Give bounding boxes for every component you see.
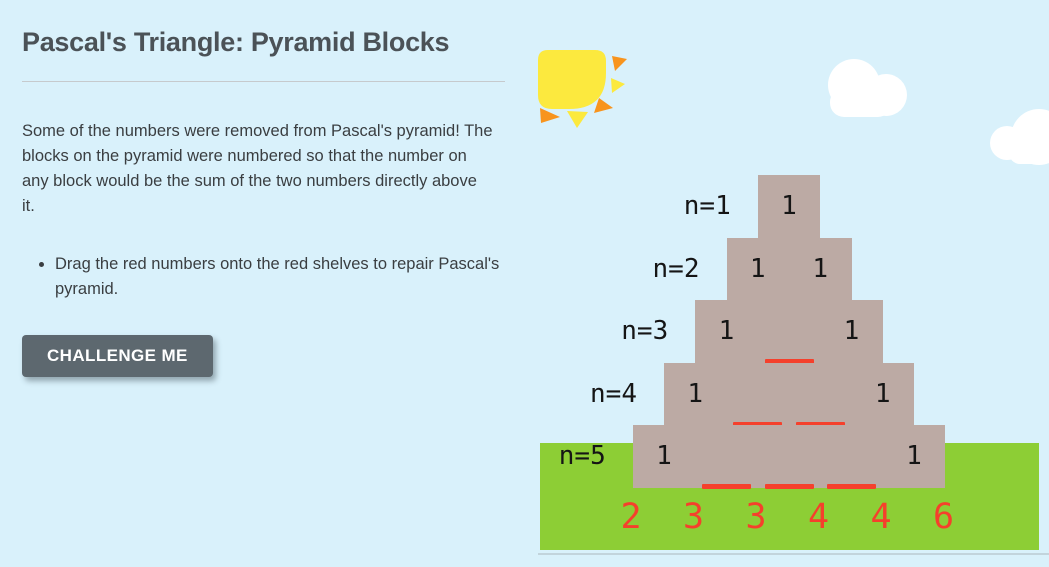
sun-icon (538, 50, 627, 128)
red-shelf[interactable] (764, 359, 814, 364)
draggable-number[interactable]: 3 (682, 497, 705, 537)
draggable-number[interactable]: 4 (870, 497, 892, 537)
draggable-number[interactable]: 4 (807, 497, 830, 537)
pyramid-row-block (695, 300, 883, 363)
draggable-number[interactable]: 2 (620, 497, 642, 537)
instruction-panel: Pascal's Triangle: Pyramid Blocks Some o… (0, 0, 538, 567)
block-number: 1 (749, 253, 766, 284)
scene-bottom-divider (538, 553, 1049, 555)
row-label: n=2 (652, 253, 700, 284)
red-shelf[interactable] (764, 484, 814, 489)
red-shelf[interactable] (702, 484, 751, 489)
cloud-icon (990, 109, 1049, 165)
red-shelf[interactable] (795, 421, 845, 427)
row-label: n=5 (558, 441, 606, 472)
block-number: 1 (656, 441, 672, 472)
challenge-me-button[interactable]: CHALLENGE ME (22, 335, 213, 377)
red-shelf[interactable] (827, 484, 876, 489)
instructions-list: Drag the red numbers onto the red shelve… (22, 252, 503, 302)
list-item: Drag the red numbers onto the red shelve… (55, 252, 503, 302)
draggable-number[interactable]: 6 (932, 497, 955, 537)
pyramid-row-block (664, 362, 914, 425)
block-number: 1 (843, 316, 860, 347)
row-label: n=4 (590, 378, 637, 409)
draggable-number[interactable]: 3 (745, 497, 767, 537)
block-number: 1 (687, 378, 704, 409)
block-number: 1 (812, 253, 829, 284)
block-number: 1 (874, 378, 891, 409)
block-number: 1 (781, 191, 797, 222)
red-shelf[interactable] (733, 421, 783, 427)
page-title: Pascal's Triangle: Pyramid Blocks (22, 27, 450, 57)
block-number: 1 (718, 316, 735, 347)
block-number: 1 (906, 441, 922, 472)
pyramid-row-block (632, 425, 946, 488)
title-divider (22, 81, 505, 82)
intro-text: Some of the numbers were removed from Pa… (22, 122, 493, 215)
cloud-icon (828, 59, 907, 117)
pyramid-row-block (757, 175, 821, 238)
pyramid-row-block (726, 237, 852, 300)
row-label: n=1 (683, 191, 731, 222)
row-label: n=3 (621, 316, 669, 347)
